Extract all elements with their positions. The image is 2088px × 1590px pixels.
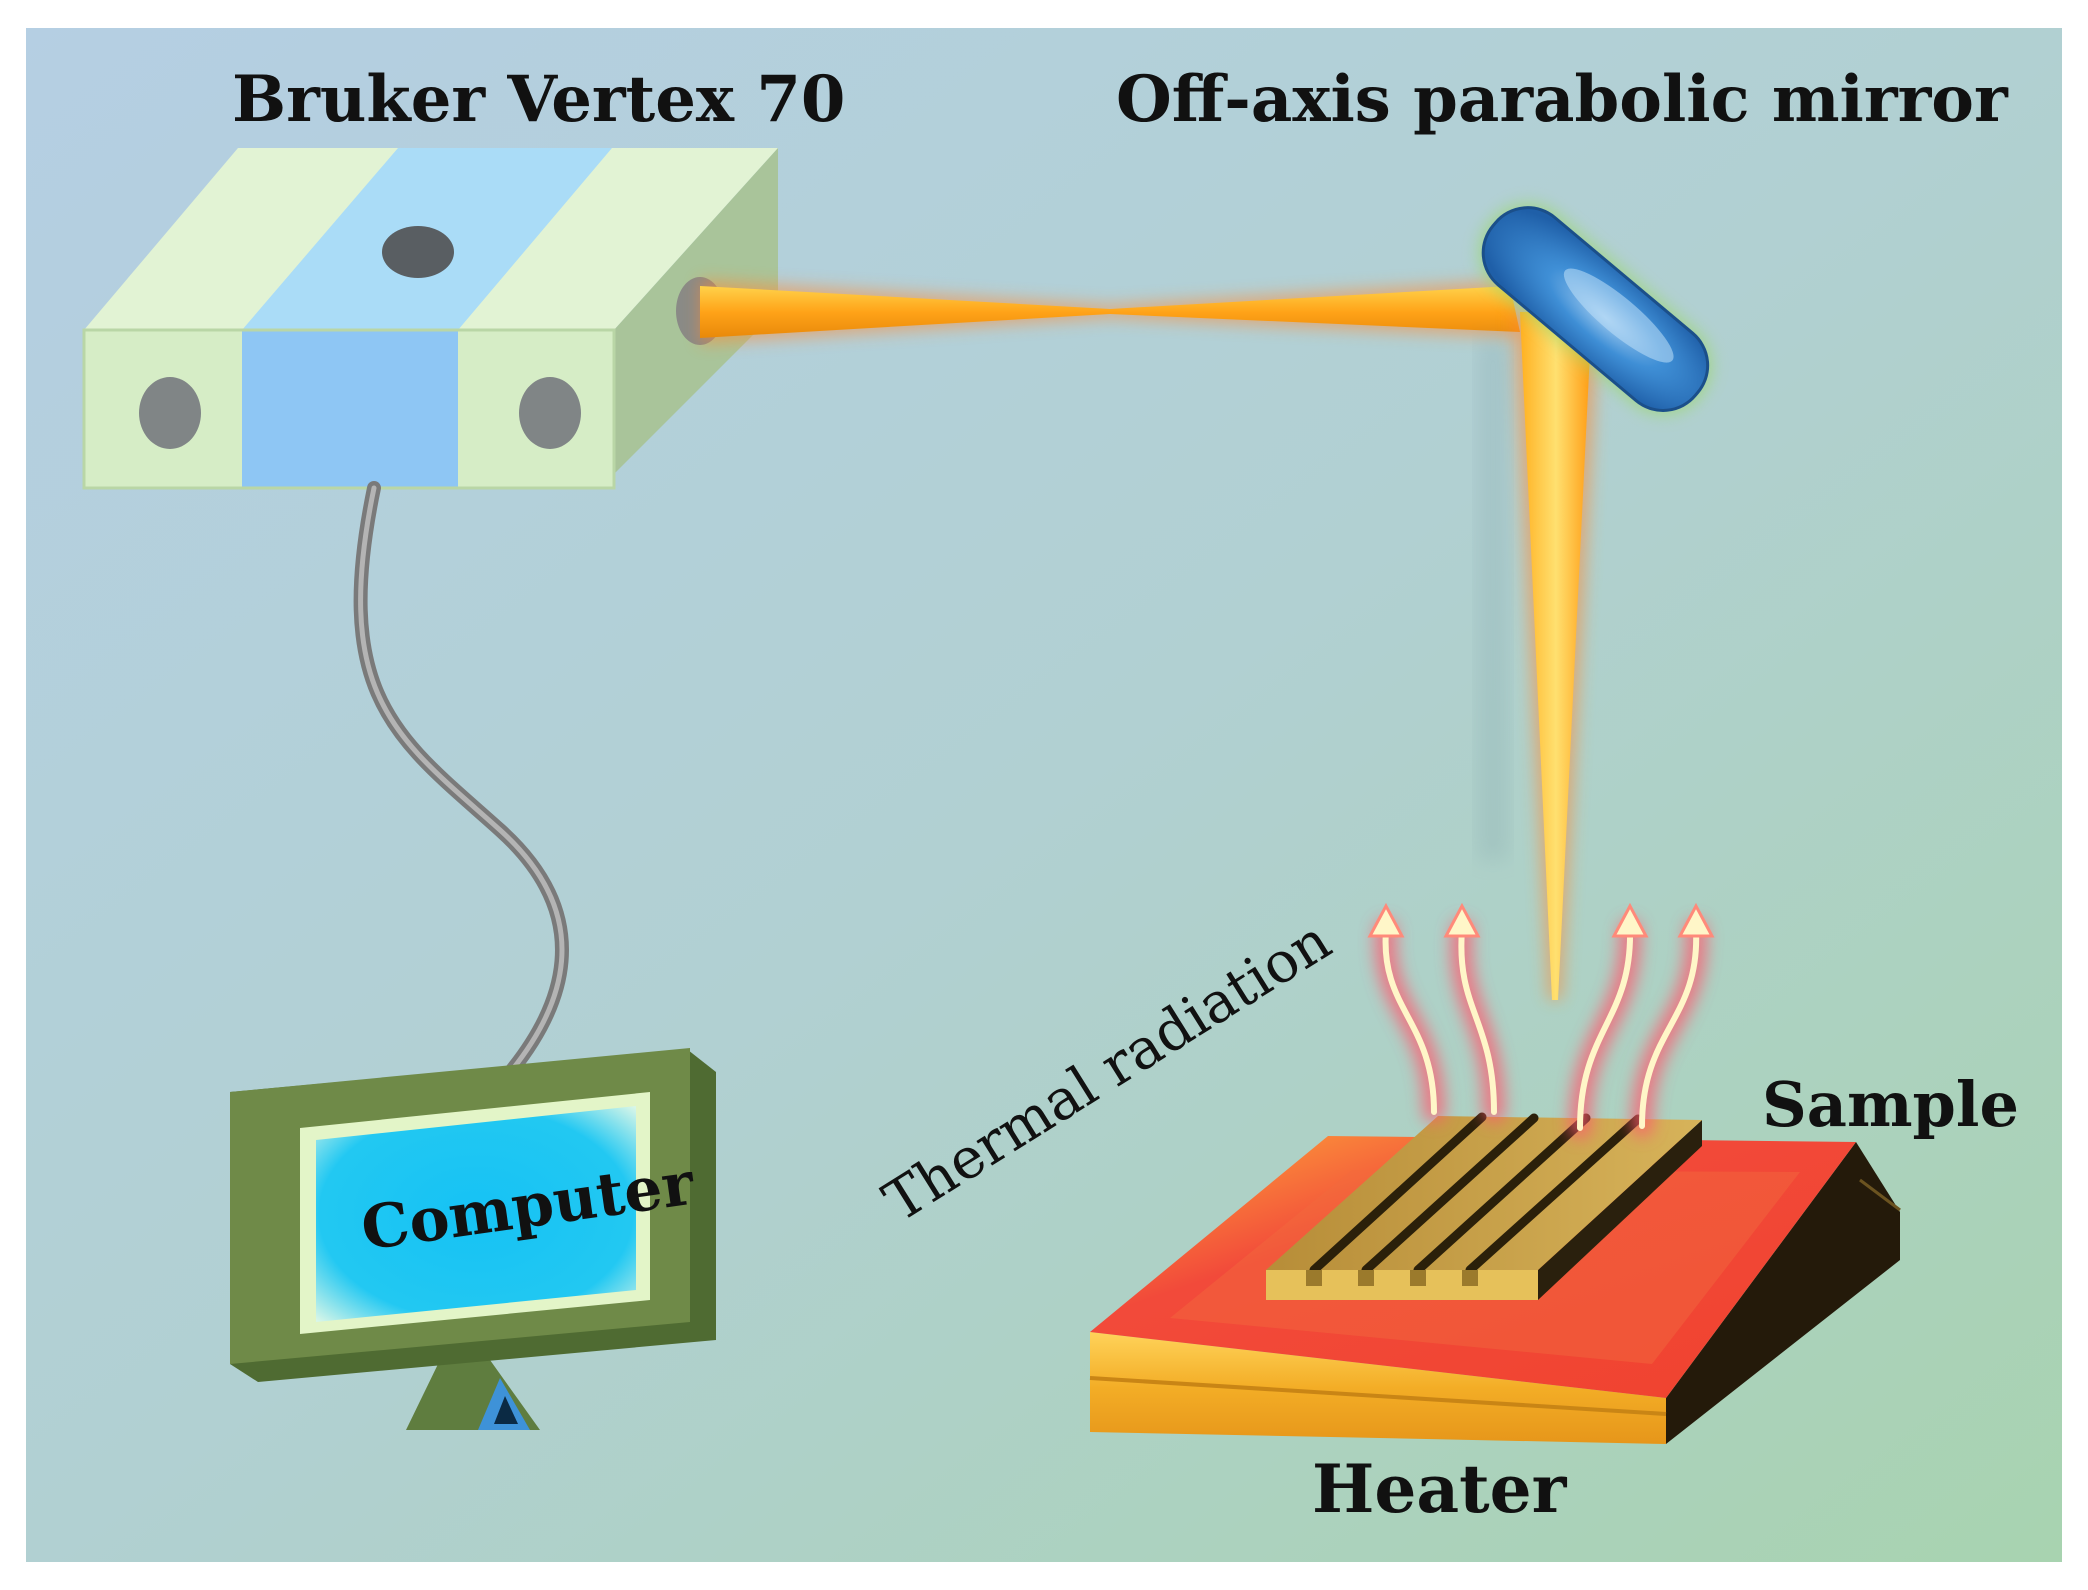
mirror-label: Off-axis parabolic mirror [1116,62,2008,137]
spectrometer [82,148,778,490]
spectrometer-label: Bruker Vertex 70 [232,62,846,137]
sample-grating [1266,1112,1702,1300]
ir-beam-horizontal [700,280,1520,344]
parabolic-mirror [1479,203,1712,415]
computer-monitor [230,1048,716,1430]
sample-label: Sample [1762,1068,2019,1141]
ir-beam-vertical [1478,310,1600,1000]
thermal-radiation-arrows [1367,902,1715,1139]
heater-label: Heater [1312,1450,1567,1528]
